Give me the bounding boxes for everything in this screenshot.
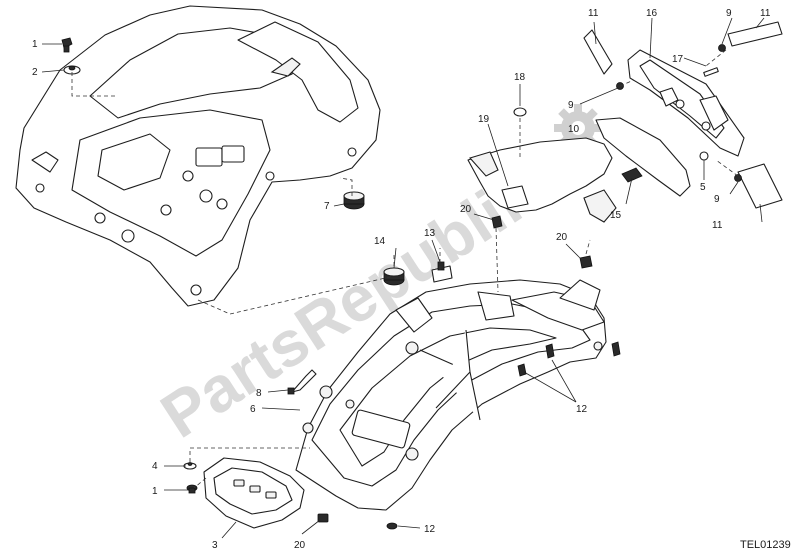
part-9-nut-bottom — [734, 174, 742, 182]
callout-11-top-left: 11 — [588, 8, 599, 19]
part-9-nut-top — [718, 44, 726, 52]
leader-lines — [41, 17, 765, 539]
callout-12-bottom: 12 — [424, 524, 436, 535]
part-11-reflector-top-left — [583, 29, 613, 75]
part-14-grommet — [383, 267, 405, 286]
callout-17: 17 — [672, 54, 684, 65]
callout-3: 3 — [212, 540, 218, 551]
part-16-plate-holder — [627, 49, 745, 157]
part-12-screw-pair — [517, 343, 555, 377]
callout-11-bottom: 11 — [712, 220, 723, 231]
callout-7: 7 — [324, 201, 330, 212]
callout-11-top-right: 11 — [760, 8, 771, 19]
part-20-clip-bottom — [317, 513, 329, 523]
part-15-clip — [621, 167, 643, 183]
part-8-cable-tie — [287, 369, 317, 395]
part-6-undertray — [295, 279, 607, 511]
callout-9-mid: 9 — [568, 100, 574, 111]
callout-2: 2 — [32, 67, 38, 78]
callout-18: 18 — [514, 72, 526, 83]
part-18-plug — [513, 107, 527, 117]
callout-16: 16 — [646, 8, 658, 19]
callout-20-bottom: 20 — [294, 540, 306, 551]
seat-subframe — [15, 5, 381, 307]
callout-1-bottom: 1 — [152, 486, 158, 497]
callout-8: 8 — [256, 388, 262, 399]
part-13-clamp — [431, 261, 453, 283]
callout-14: 14 — [374, 236, 386, 247]
assembly-dashed-lines — [71, 49, 739, 489]
callout-5: 5 — [700, 182, 706, 193]
callout-10: 10 — [568, 124, 580, 135]
part-1-bolt — [61, 37, 73, 53]
part-17-screw — [703, 67, 719, 77]
part-3-cover — [203, 457, 305, 529]
callout-15: 15 — [610, 210, 622, 221]
callout-12-right: 12 — [576, 404, 588, 415]
part-5-nut — [699, 151, 709, 161]
callout-20-mid: 20 — [460, 204, 472, 215]
callout-9-bottom: 9 — [714, 194, 720, 205]
callout-6: 6 — [250, 404, 256, 415]
callout-19: 19 — [478, 114, 490, 125]
part-11-reflector-top-right — [727, 21, 783, 47]
part-19-rear-fender — [467, 117, 691, 223]
part-11-reflector-bottom-right — [737, 163, 783, 209]
callout-20-right: 20 — [556, 232, 568, 243]
part-12-screw-bottom — [386, 522, 398, 530]
part-20-clip-mid — [491, 215, 503, 229]
part-7-grommet — [343, 191, 365, 210]
callout-9-top: 9 — [726, 8, 732, 19]
callout-labels: 1 2 7 19 18 11 16 9 11 17 9 10 15 5 9 11… — [32, 8, 771, 551]
callout-13: 13 — [424, 228, 436, 239]
part-20-clip-right — [579, 255, 593, 269]
part-12-screw-right — [611, 341, 621, 357]
callout-4: 4 — [152, 461, 158, 472]
callout-1-top: 1 — [32, 39, 38, 50]
part-1-screw-lower — [186, 484, 198, 494]
drawing-reference: TEL01239 — [740, 539, 791, 551]
